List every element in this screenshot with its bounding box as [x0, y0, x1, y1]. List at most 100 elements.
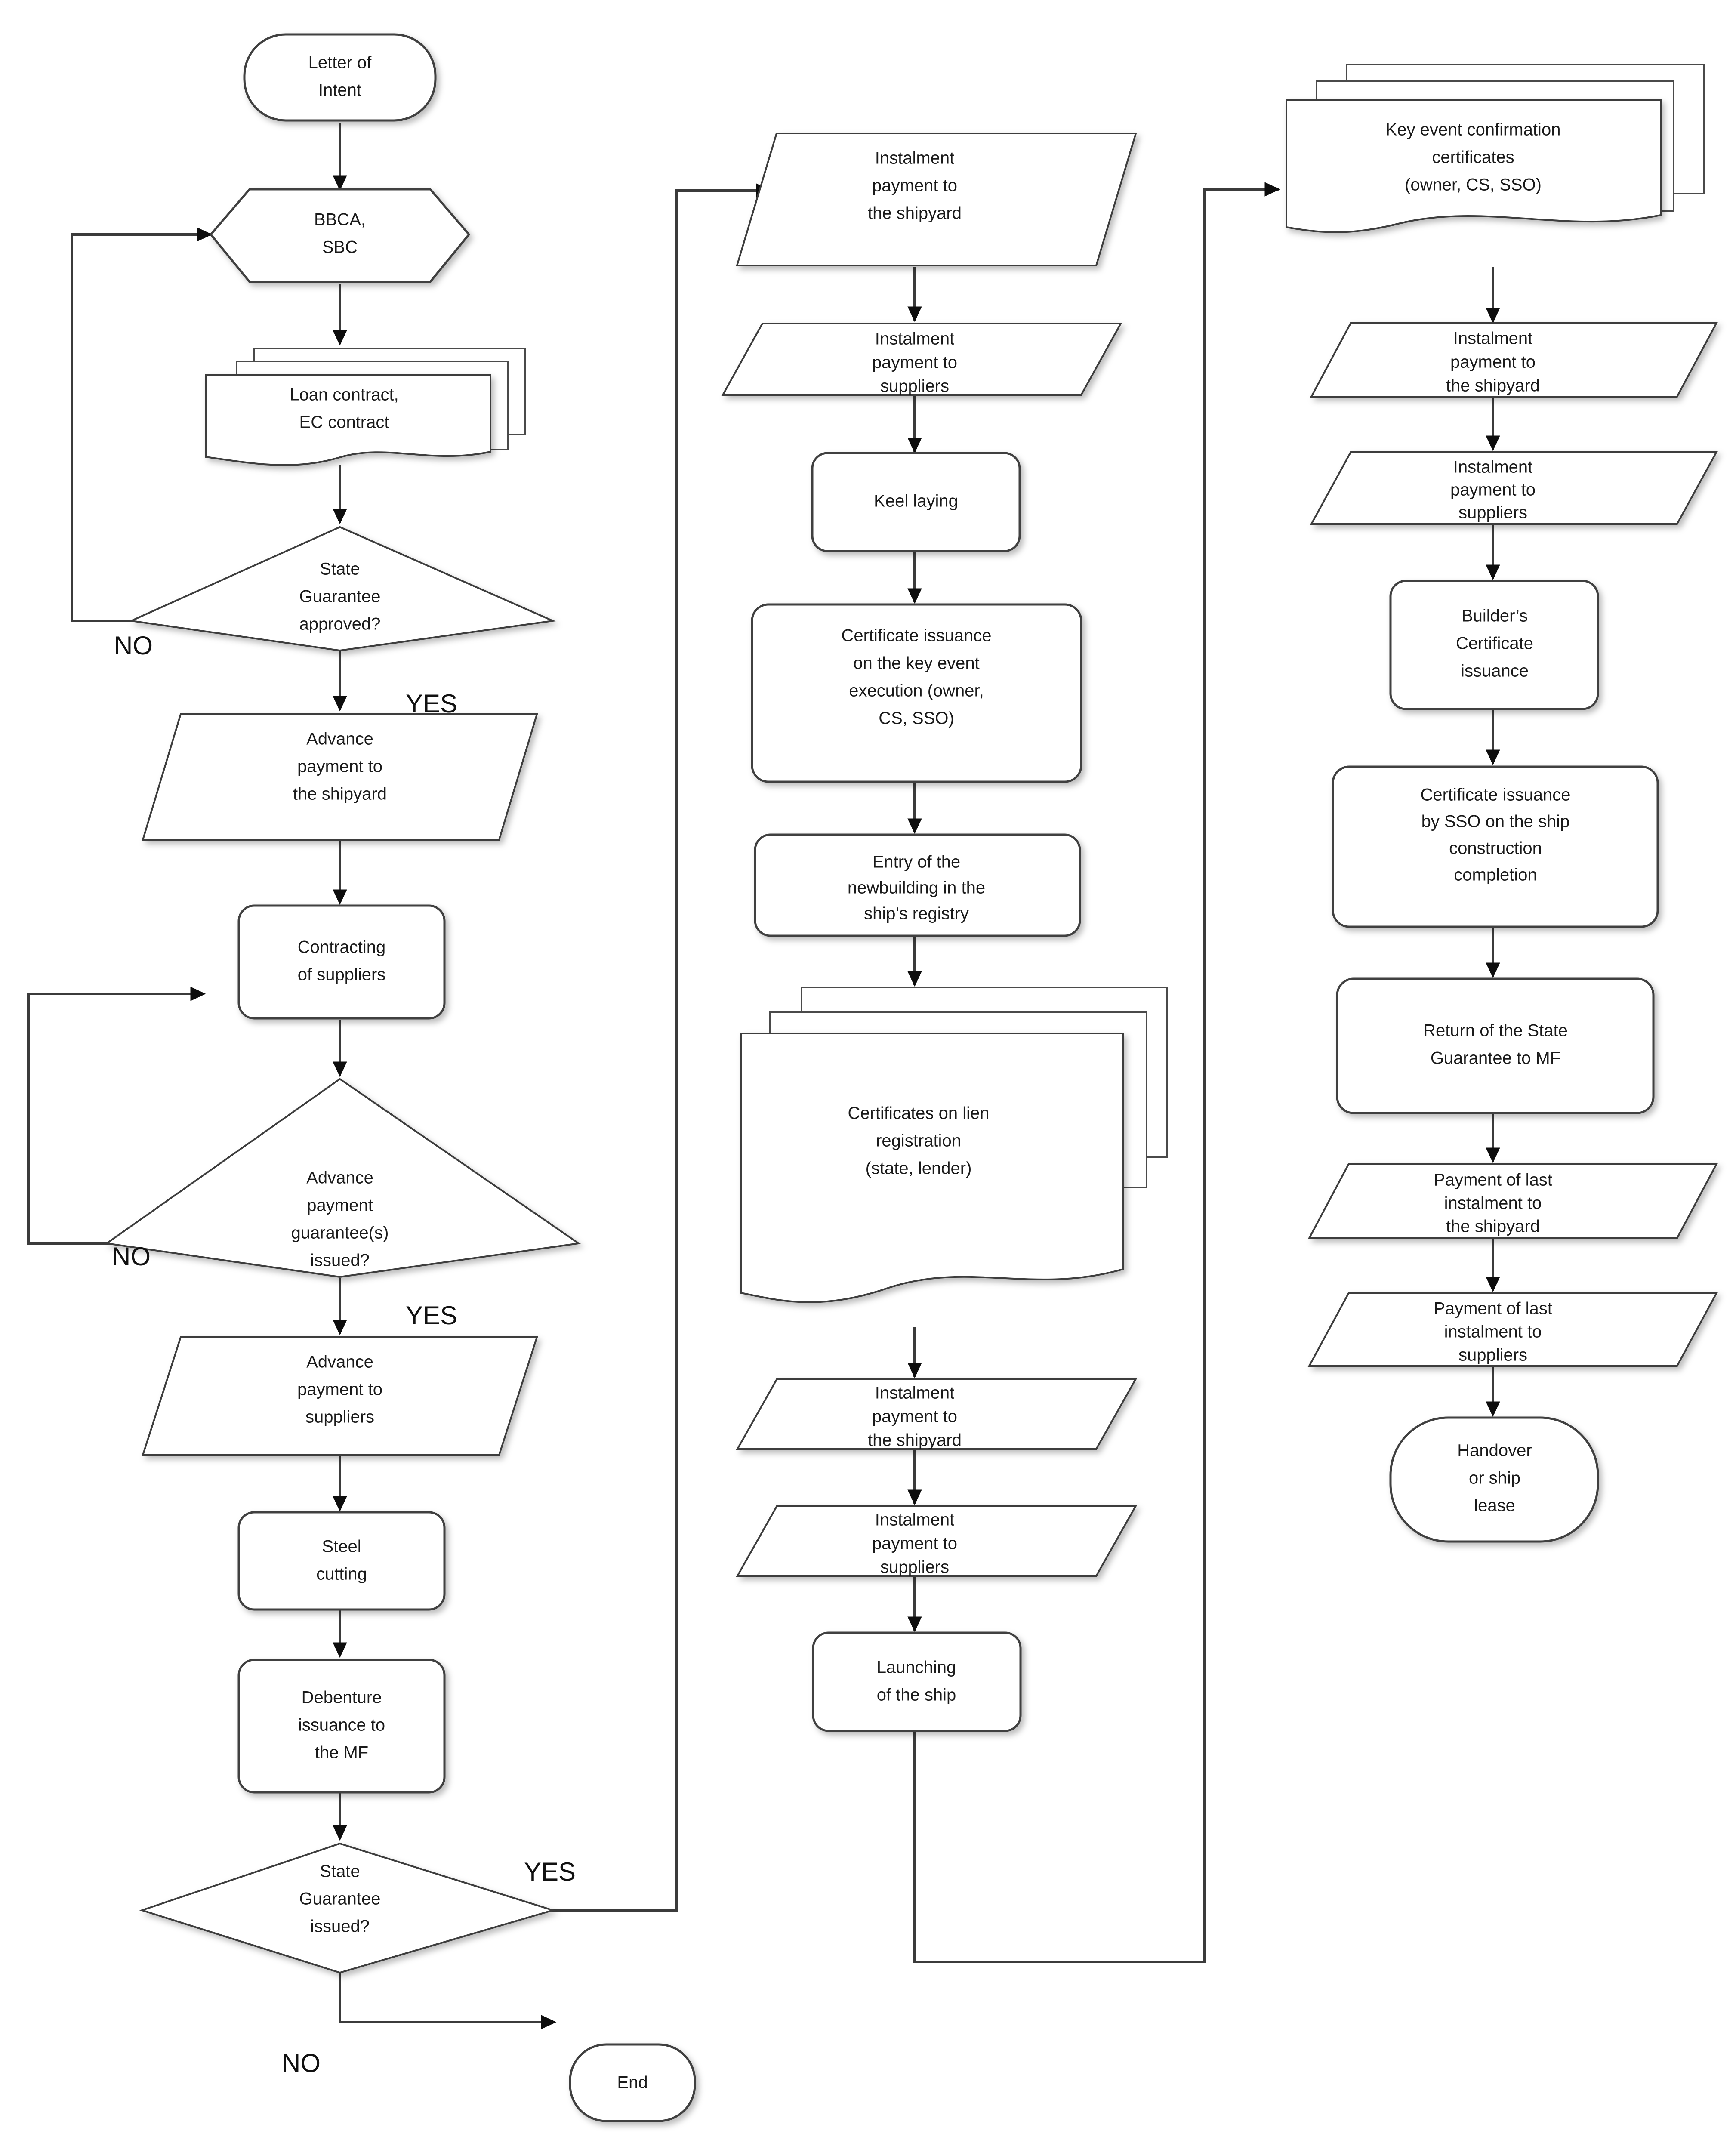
node-r3-line-2: suppliers: [1458, 503, 1527, 522]
node-registry-line-0: Entry of the: [873, 853, 961, 872]
node-sg-approved-line-2: approved?: [299, 615, 380, 634]
node-instalment-payment-suppliers-2[interactable]: [736, 1505, 1138, 1577]
node-certificates-lien-registration[interactable]: [740, 987, 1168, 1303]
node-advance-suppliers-line-0: Advance: [306, 1353, 373, 1372]
node-letter-of-intent-line-1: Intent: [318, 81, 361, 100]
node-debenture-line-1: issuance to: [298, 1716, 385, 1735]
node-apg-line-3: issued?: [310, 1251, 370, 1270]
node-instalment-payment-suppliers-1[interactable]: [721, 323, 1122, 396]
node-certificate-issuance-sso-completion[interactable]: [1332, 765, 1659, 928]
node-apg-line-1: payment: [307, 1196, 373, 1215]
node-return-line-1: Guarantee to MF: [1431, 1049, 1560, 1068]
node-r2-line-2: the shipyard: [1446, 376, 1540, 395]
node-contracting-of-suppliers[interactable]: [237, 904, 446, 1020]
node-builders-line-0: Builder’s: [1462, 607, 1528, 626]
edge-launching-to-right-column: [913, 182, 1280, 1963]
node-steel-cutting[interactable]: [237, 1511, 446, 1611]
middle-column: Instalment payment to the shipyard Insta…: [721, 133, 1168, 1732]
node-m1-line-1: payment to: [872, 176, 957, 195]
node-payment-last-instalment-suppliers[interactable]: [1307, 1292, 1718, 1367]
node-certificate-issuance-key-event[interactable]: [751, 603, 1082, 783]
node-loan-ec-contract-line-1: EC contract: [299, 413, 389, 432]
node-letter-of-intent[interactable]: [243, 33, 437, 122]
node-last-shipyard-line-1: instalment to: [1444, 1194, 1542, 1213]
node-m2-line-1: payment to: [872, 353, 957, 372]
node-advance-shipyard-line-1: payment to: [297, 757, 382, 776]
node-r3-line-1: payment to: [1450, 481, 1536, 500]
node-builders-line-2: issuance: [1461, 662, 1529, 681]
node-handover-line-1: or ship: [1469, 1469, 1520, 1488]
node-payment-last-instalment-shipyard[interactable]: [1307, 1163, 1718, 1239]
node-advance-payment-shipyard[interactable]: [142, 713, 538, 841]
node-key-event-confirmation-certificates[interactable]: [1286, 64, 1705, 233]
branch-label-yes-sg-approved: YES: [406, 689, 457, 718]
node-last-suppliers-line-2: suppliers: [1458, 1346, 1527, 1365]
node-loan-ec-contract[interactable]: [205, 348, 526, 466]
branch-label-no-sg-issued: NO: [282, 2049, 321, 2078]
node-m2-line-0: Instalment: [875, 330, 955, 348]
node-contracting-line-1: of suppliers: [298, 965, 386, 984]
node-loan-ec-contract-line-0: Loan contract,: [290, 385, 399, 404]
node-bbca-sbc[interactable]: [210, 188, 470, 283]
node-handover-line-0: Handover: [1457, 1441, 1532, 1460]
node-last-shipyard-line-2: the shipyard: [1446, 1217, 1540, 1236]
node-sg-issued-line-0: State: [320, 1862, 360, 1881]
node-m1-line-0: Instalment: [875, 149, 955, 168]
node-builders-line-1: Certificate: [1456, 634, 1533, 653]
node-instalment-payment-shipyard-2[interactable]: [736, 1378, 1138, 1450]
node-end[interactable]: [569, 2043, 696, 2122]
node-return-line-0: Return of the State: [1423, 1021, 1568, 1040]
node-return-state-guarantee-mf[interactable]: [1336, 977, 1655, 1114]
node-m1-line-2: the shipyard: [868, 204, 962, 223]
branch-label-yes-sg-issued: YES: [524, 1857, 576, 1886]
node-keel-laying[interactable]: [811, 452, 1021, 552]
node-state-guarantee-issued[interactable]: [139, 1842, 556, 1974]
node-advance-suppliers-line-1: payment to: [297, 1380, 382, 1399]
node-m4-line-2: suppliers: [880, 1558, 949, 1577]
node-debenture-line-0: Debenture: [302, 1688, 382, 1707]
node-entry-newbuilding-registry[interactable]: [754, 833, 1081, 937]
edge-yes-sg-issued-to-middle-column: [551, 183, 772, 1912]
node-instalment-payment-shipyard-3[interactable]: [1310, 322, 1718, 398]
node-letter-of-intent-line-0: Letter of: [308, 53, 372, 72]
node-launching-line-0: Launching: [877, 1658, 956, 1677]
node-debenture-issuance-mf[interactable]: [237, 1659, 446, 1794]
node-m3-line-1: payment to: [872, 1407, 957, 1426]
left-column: Letter of Intent BBCA, SBC Loan contract…: [104, 33, 696, 2122]
node-advance-payment-guarantees-issued[interactable]: [104, 1078, 581, 1278]
node-advance-payment-suppliers[interactable]: [142, 1336, 538, 1456]
node-bbca-sbc-line-1: SBC: [322, 238, 358, 257]
node-r1-line-2: (owner, CS, SSO): [1405, 176, 1542, 194]
node-builders-certificate-issuance[interactable]: [1389, 580, 1599, 710]
node-r2-line-1: payment to: [1450, 353, 1536, 372]
node-sg-approved-line-1: Guarantee: [299, 587, 380, 606]
node-sg-issued-line-2: issued?: [310, 1917, 370, 1936]
node-m4-line-1: payment to: [872, 1534, 957, 1553]
node-lien-line-1: registration: [876, 1132, 961, 1150]
node-registry-line-1: newbuilding in the: [848, 879, 985, 897]
node-r1-line-1: certificates: [1432, 148, 1514, 167]
edge-no-sg-issued-to-end: [339, 1973, 557, 2029]
node-sso-line-3: completion: [1454, 866, 1537, 885]
branch-label-no-sg-approved: NO: [114, 631, 153, 660]
right-column: Key event confirmation certificates (own…: [1286, 64, 1718, 1543]
node-instalment-payment-suppliers-3[interactable]: [1310, 451, 1718, 525]
node-keel-label: Keel laying: [874, 492, 958, 511]
node-last-suppliers-line-0: Payment of last: [1434, 1299, 1552, 1318]
node-advance-suppliers-line-2: suppliers: [305, 1408, 374, 1427]
node-m2-line-2: suppliers: [880, 377, 949, 396]
node-instalment-payment-shipyard-1[interactable]: [736, 133, 1137, 266]
branch-label-yes-apg: YES: [406, 1301, 457, 1330]
node-handover-or-ship-lease[interactable]: [1389, 1416, 1599, 1543]
node-launching-of-the-ship[interactable]: [812, 1631, 1022, 1732]
node-apg-line-0: Advance: [306, 1169, 373, 1187]
node-lien-line-0: Certificates on lien: [848, 1104, 989, 1123]
node-m4-line-0: Instalment: [875, 1511, 955, 1529]
node-end-label: End: [617, 2073, 648, 2092]
node-lien-line-2: (state, lender): [866, 1159, 972, 1178]
node-steel-line-1: cutting: [316, 1565, 367, 1584]
node-last-shipyard-line-0: Payment of last: [1434, 1171, 1552, 1190]
node-state-guarantee-approved[interactable]: [128, 526, 556, 652]
